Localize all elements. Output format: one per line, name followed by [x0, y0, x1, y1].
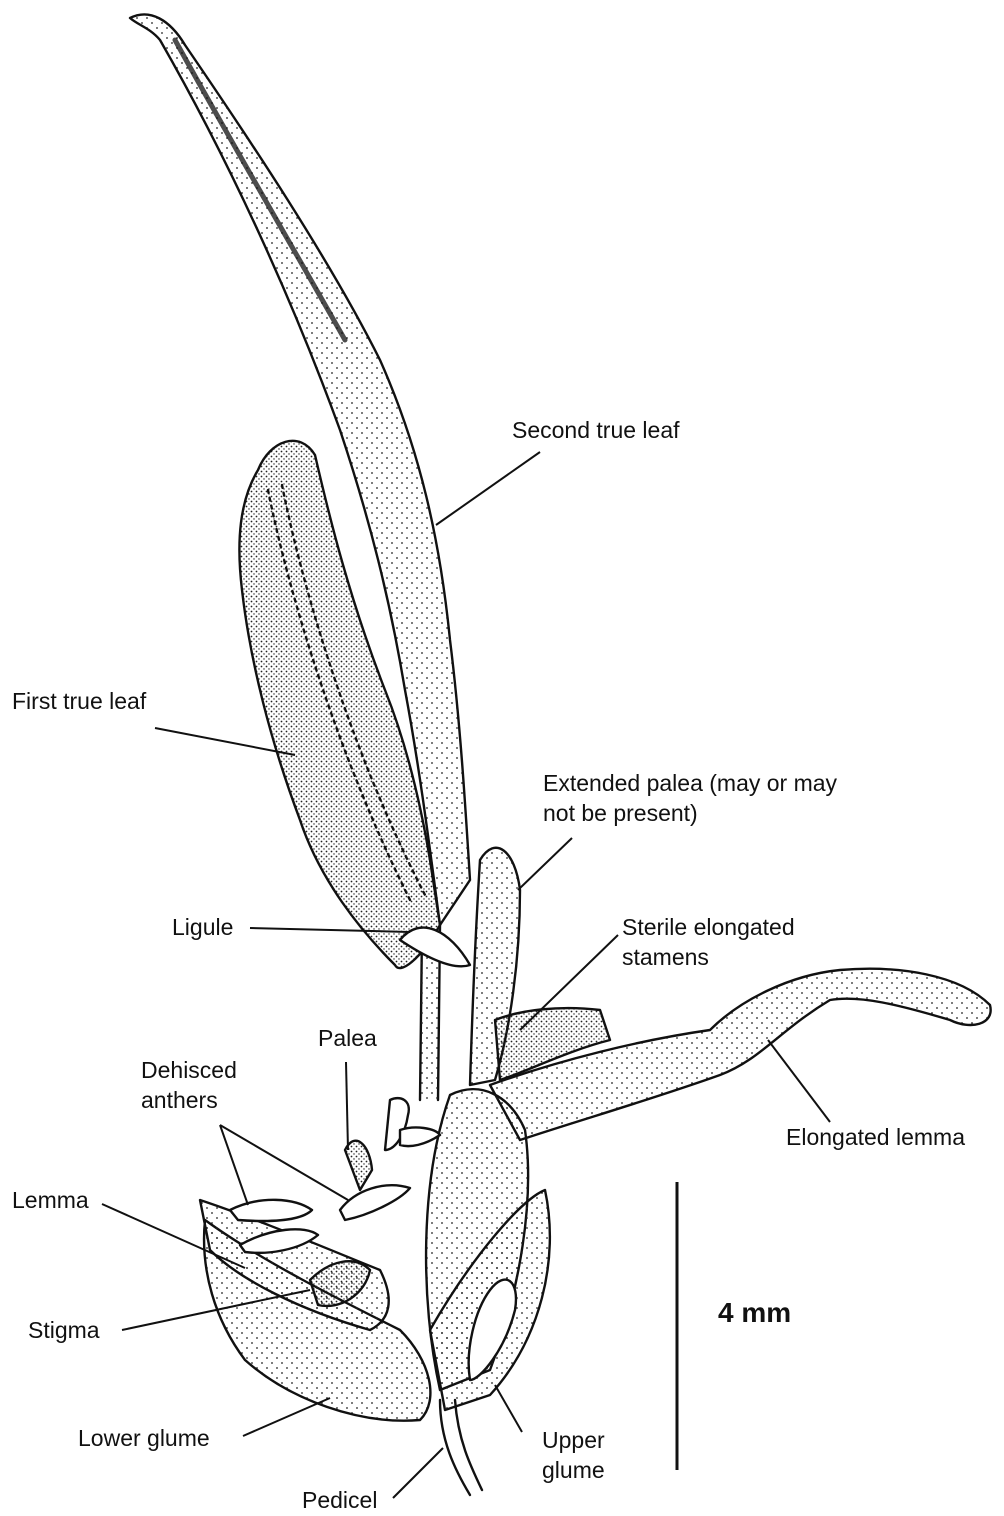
leader-palea: [346, 1062, 348, 1150]
pedicel: [440, 1400, 482, 1495]
label-first-true-leaf: First true leaf: [12, 686, 146, 716]
anther-4: [340, 1185, 410, 1220]
palea: [345, 1141, 372, 1190]
label-elongated-lemma: Elongated lemma: [786, 1122, 965, 1152]
leader-extended-palea: [518, 838, 572, 890]
leader-anthers-a: [220, 1125, 248, 1205]
label-dehisced-anthers: Dehisced anthers: [141, 1055, 237, 1115]
leader-upper-glume: [495, 1385, 522, 1432]
label-stigma: Stigma: [28, 1315, 100, 1345]
label-extended-palea: Extended palea (may or may not be presen…: [543, 768, 837, 828]
label-pedicel: Pedicel: [302, 1485, 377, 1515]
leader-second-true-leaf: [436, 452, 540, 525]
label-sterile-stamens: Sterile elongated stamens: [622, 912, 795, 972]
label-ligule: Ligule: [172, 912, 233, 942]
label-lower-glume: Lower glume: [78, 1423, 210, 1453]
leader-lower-glume: [243, 1398, 330, 1436]
label-palea: Palea: [318, 1023, 377, 1053]
leader-anthers-b: [220, 1125, 348, 1200]
anther-1: [230, 1200, 312, 1221]
leader-elongated-lemma: [768, 1040, 830, 1122]
anther-5: [400, 1128, 440, 1147]
scale-bar-label: 4 mm: [718, 1297, 791, 1329]
leader-pedicel: [393, 1448, 443, 1498]
label-upper-glume: Upper glume: [542, 1425, 605, 1485]
label-lemma: Lemma: [12, 1185, 89, 1215]
label-second-true-leaf: Second true leaf: [512, 415, 680, 445]
